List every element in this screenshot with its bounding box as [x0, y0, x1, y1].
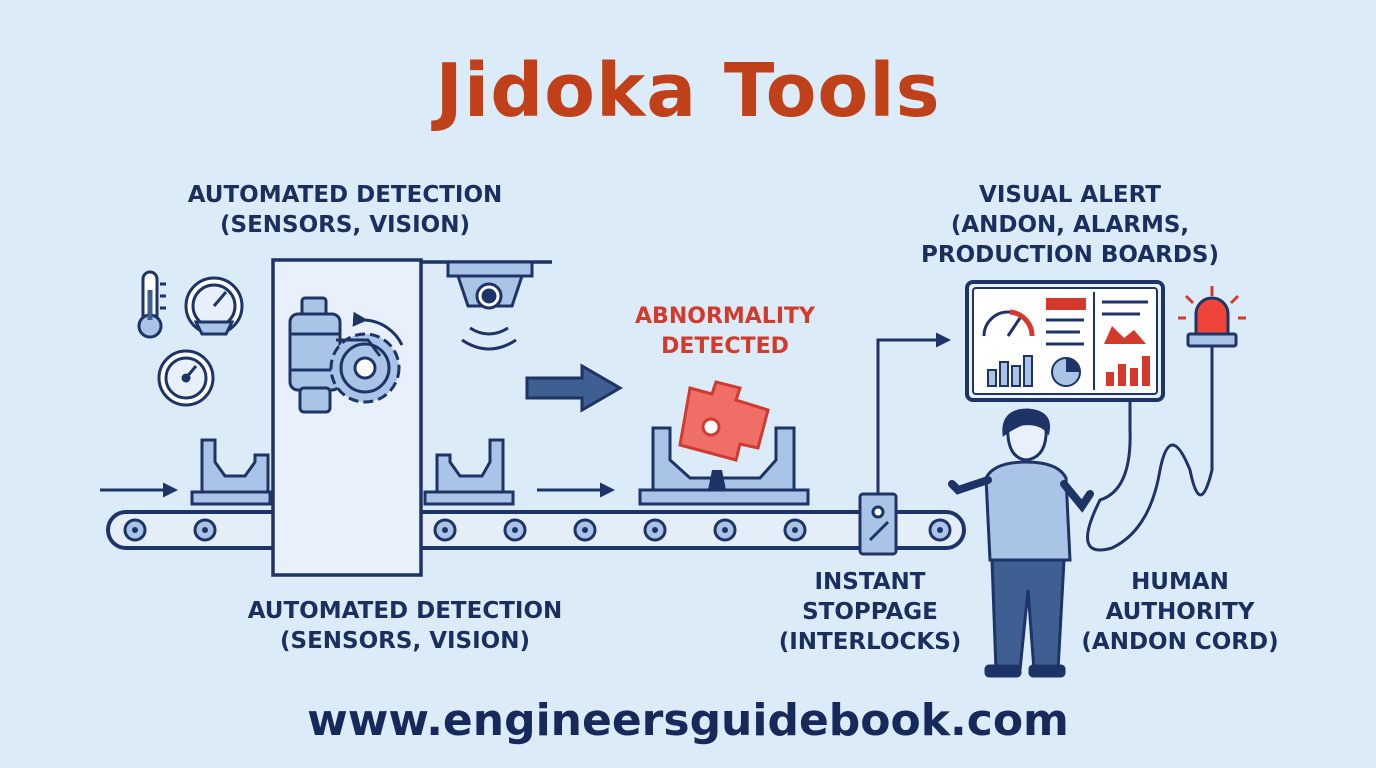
part-defective [638, 380, 810, 506]
label-line: (INTERLOCKS) [778, 629, 962, 655]
label-line: AUTOMATED DETECTION [187, 182, 503, 208]
signal-line [876, 332, 951, 494]
conveyor-belt [106, 510, 966, 550]
label-automated-detection-bottom: AUTOMATED DETECTION (SENSORS, VISION) [210, 596, 600, 656]
label-line: STOPPAGE [802, 599, 938, 625]
label-line: (ANDON, ALARMS, [950, 212, 1190, 238]
label-line: (SENSORS, VISION) [280, 628, 530, 654]
page-title: Jidoka Tools [435, 48, 941, 134]
part-middle [423, 438, 515, 506]
label-line: AUTHORITY [1105, 599, 1255, 625]
label-line: INSTANT [814, 569, 926, 595]
label-line: VISUAL ALERT [979, 182, 1161, 208]
gear-icon [329, 311, 404, 404]
footer-url: www.engineersguidebook.com [307, 695, 1069, 746]
thermometer-icon [137, 270, 166, 339]
label-visual-alert: VISUAL ALERT (ANDON, ALARMS, PRODUCTION … [900, 180, 1240, 270]
label-abnormality-detected: ABNORMALITY DETECTED [600, 302, 850, 362]
part-left [190, 438, 272, 506]
pressure-gauge-icon [184, 276, 244, 336]
camera-icon [446, 260, 534, 351]
dashboard-icon [965, 280, 1165, 402]
detection-station [271, 258, 552, 577]
andon-cord [1086, 346, 1214, 552]
label-line: ABNORMALITY [635, 304, 815, 329]
operator-icon [948, 408, 1094, 678]
label-line: AUTOMATED DETECTION [247, 598, 563, 624]
label-line: (ANDON CORD) [1081, 629, 1279, 655]
label-human-authority: HUMAN AUTHORITY (ANDON CORD) [1070, 567, 1290, 657]
arrow-icon [525, 363, 623, 413]
warning-light-icon [1178, 286, 1246, 348]
label-line: (SENSORS, VISION) [220, 212, 470, 238]
label-instant-stoppage: INSTANT STOPPAGE (INTERLOCKS) [760, 567, 980, 657]
label-line: PRODUCTION BOARDS) [921, 242, 1219, 268]
stop-switch-icon [858, 492, 898, 556]
label-line: DETECTED [661, 334, 789, 359]
label-automated-detection-top: AUTOMATED DETECTION (SENSORS, VISION) [150, 180, 540, 240]
dial-gauge-icon [157, 349, 215, 407]
label-line: HUMAN [1131, 569, 1229, 595]
